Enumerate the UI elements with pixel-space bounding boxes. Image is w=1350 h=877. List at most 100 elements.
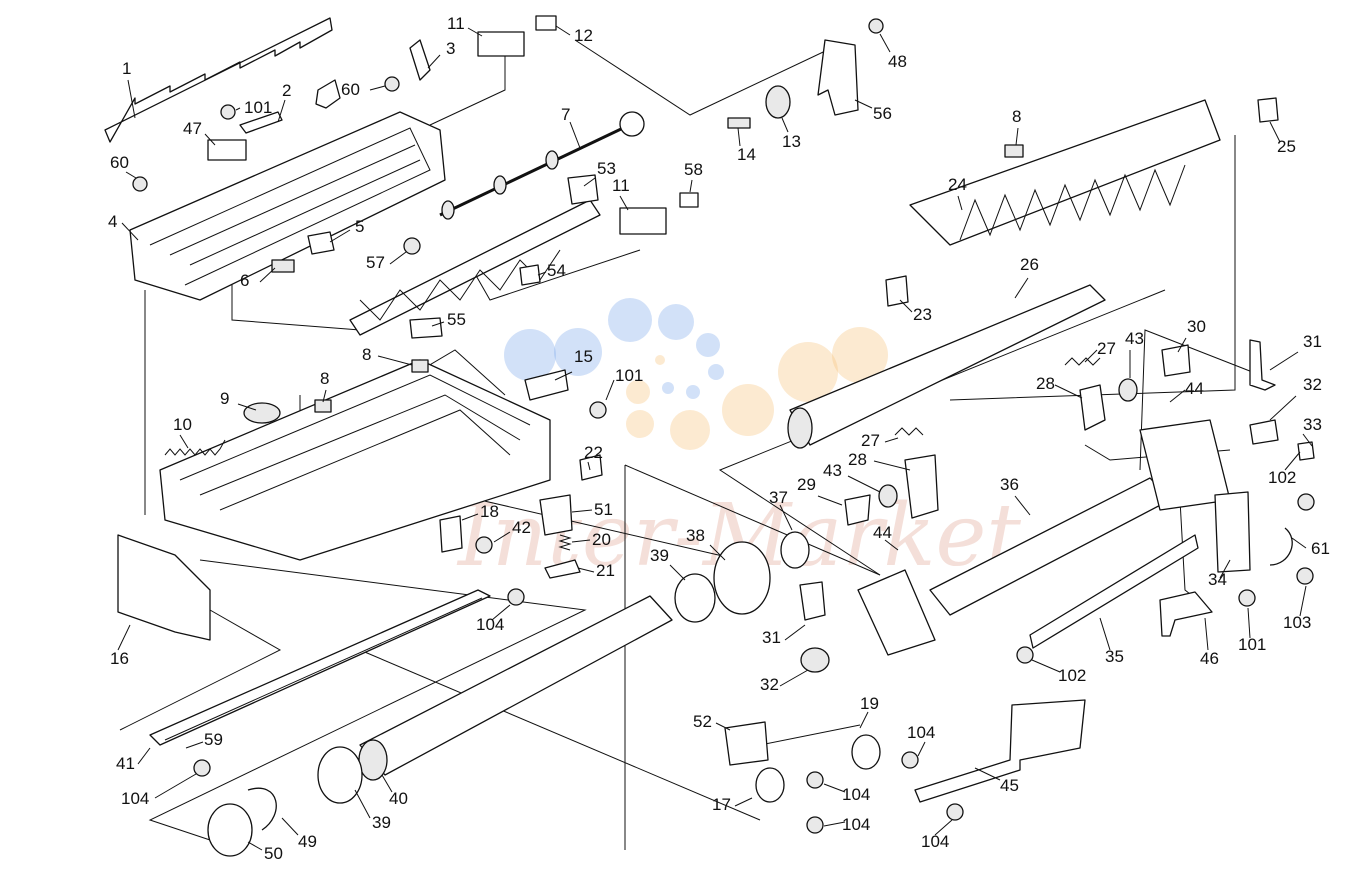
watermark-dot xyxy=(626,380,650,404)
connector xyxy=(535,15,557,31)
callout-label-26: 26 xyxy=(1020,255,1039,274)
callout-leader-32 xyxy=(1269,395,1297,421)
bracket xyxy=(857,569,936,656)
callout-label-2: 2 xyxy=(282,81,291,100)
assembly-line xyxy=(1139,329,1261,471)
watermark-dot xyxy=(708,364,724,380)
sensor xyxy=(477,31,525,57)
bracket xyxy=(409,39,431,81)
callout-label-44: 44 xyxy=(873,523,892,542)
callout-leader-5 xyxy=(329,229,351,243)
callout-leader-51 xyxy=(571,509,593,513)
callout-leader-30 xyxy=(1177,337,1187,353)
watermark-dot xyxy=(662,382,674,394)
callout-leader-104 xyxy=(823,783,846,793)
screw xyxy=(1016,646,1034,664)
assembly-line xyxy=(574,39,839,116)
bearing xyxy=(317,746,363,804)
callout-label-20: 20 xyxy=(592,530,611,549)
callout-label-4: 4 xyxy=(108,212,117,231)
callout-leader-42 xyxy=(493,531,511,543)
rail-detail xyxy=(164,597,483,741)
frame-detail xyxy=(199,394,521,496)
small-plate xyxy=(307,231,335,255)
screw xyxy=(220,104,236,120)
callout-leader-8 xyxy=(377,355,413,366)
callout-label-1: 1 xyxy=(122,59,131,78)
bracket xyxy=(799,581,826,621)
callout-leader-23 xyxy=(899,299,913,313)
callout-leader-49 xyxy=(281,817,299,836)
assembly-line xyxy=(949,135,1236,401)
callout-label-16: 16 xyxy=(110,649,129,668)
side-plate xyxy=(117,534,211,641)
callout-leader-34 xyxy=(1219,559,1231,579)
callout-label-24: 24 xyxy=(948,175,967,194)
bracket xyxy=(579,454,603,481)
callout-label-17: 17 xyxy=(712,795,731,814)
callout-label-51: 51 xyxy=(594,500,613,519)
callout-leader-29 xyxy=(817,495,843,506)
guide-plate xyxy=(104,17,333,143)
callout-label-10: 10 xyxy=(173,415,192,434)
callout-label-43: 43 xyxy=(1125,329,1144,348)
watermark-dot xyxy=(832,327,888,383)
callout-label-31: 31 xyxy=(1303,332,1322,351)
callout-leader-104 xyxy=(917,741,926,757)
callout-leader-60 xyxy=(125,171,137,179)
callout-label-60: 60 xyxy=(110,153,129,172)
callout-label-57: 57 xyxy=(366,253,385,272)
callout-label-30: 30 xyxy=(1187,317,1206,336)
assembly-line xyxy=(231,270,361,331)
callout-label-23: 23 xyxy=(913,305,932,324)
screw xyxy=(1296,567,1314,585)
callout-label-101: 101 xyxy=(244,98,272,117)
callout-label-36: 36 xyxy=(1000,475,1019,494)
callout-label-54: 54 xyxy=(547,261,566,280)
callout-leader-37 xyxy=(779,504,793,531)
assembly-line xyxy=(148,559,587,841)
callout-label-27: 27 xyxy=(861,431,880,450)
callout-label-6: 6 xyxy=(240,271,249,290)
callout-label-8: 8 xyxy=(1012,107,1021,126)
bushing xyxy=(411,359,429,373)
callout-leader-31 xyxy=(1269,351,1299,371)
assembly-line xyxy=(718,289,1166,576)
callout-label-104: 104 xyxy=(476,615,504,634)
callout-leader-40 xyxy=(381,774,393,793)
callout-leader-20 xyxy=(571,539,591,543)
cap xyxy=(207,803,253,857)
callout-leader-104 xyxy=(823,821,846,827)
callout-label-60: 60 xyxy=(341,80,360,99)
watermark-dot xyxy=(696,333,720,357)
callout-label-13: 13 xyxy=(782,132,801,151)
callout-leader-21 xyxy=(577,567,595,573)
callout-label-53: 53 xyxy=(597,159,616,178)
callout-leader-2 xyxy=(277,99,286,123)
clip xyxy=(1269,527,1293,566)
screw xyxy=(806,771,824,789)
callout-label-14: 14 xyxy=(737,145,756,164)
callout-label-8: 8 xyxy=(362,345,371,364)
callout-leader-103 xyxy=(1299,585,1307,617)
callout-label-28: 28 xyxy=(848,450,867,469)
callout-label-50: 50 xyxy=(264,844,283,863)
callout-leader-101 xyxy=(605,379,615,401)
callout-label-19: 19 xyxy=(860,694,879,713)
callout-leader-44 xyxy=(884,539,899,551)
callout-leader-19 xyxy=(859,711,869,729)
gear xyxy=(765,85,791,119)
gear xyxy=(619,111,645,137)
callout-label-5: 5 xyxy=(355,217,364,236)
screw xyxy=(384,76,400,92)
callout-label-46: 46 xyxy=(1200,649,1219,668)
roller xyxy=(545,150,559,170)
callout-leader-18 xyxy=(461,513,479,521)
callout-leader-28 xyxy=(873,460,911,471)
callout-leader-45 xyxy=(974,767,1001,781)
callout-label-103: 103 xyxy=(1283,613,1311,632)
callout-leader-54 xyxy=(537,271,547,276)
spring xyxy=(894,427,924,436)
spring xyxy=(558,534,572,551)
